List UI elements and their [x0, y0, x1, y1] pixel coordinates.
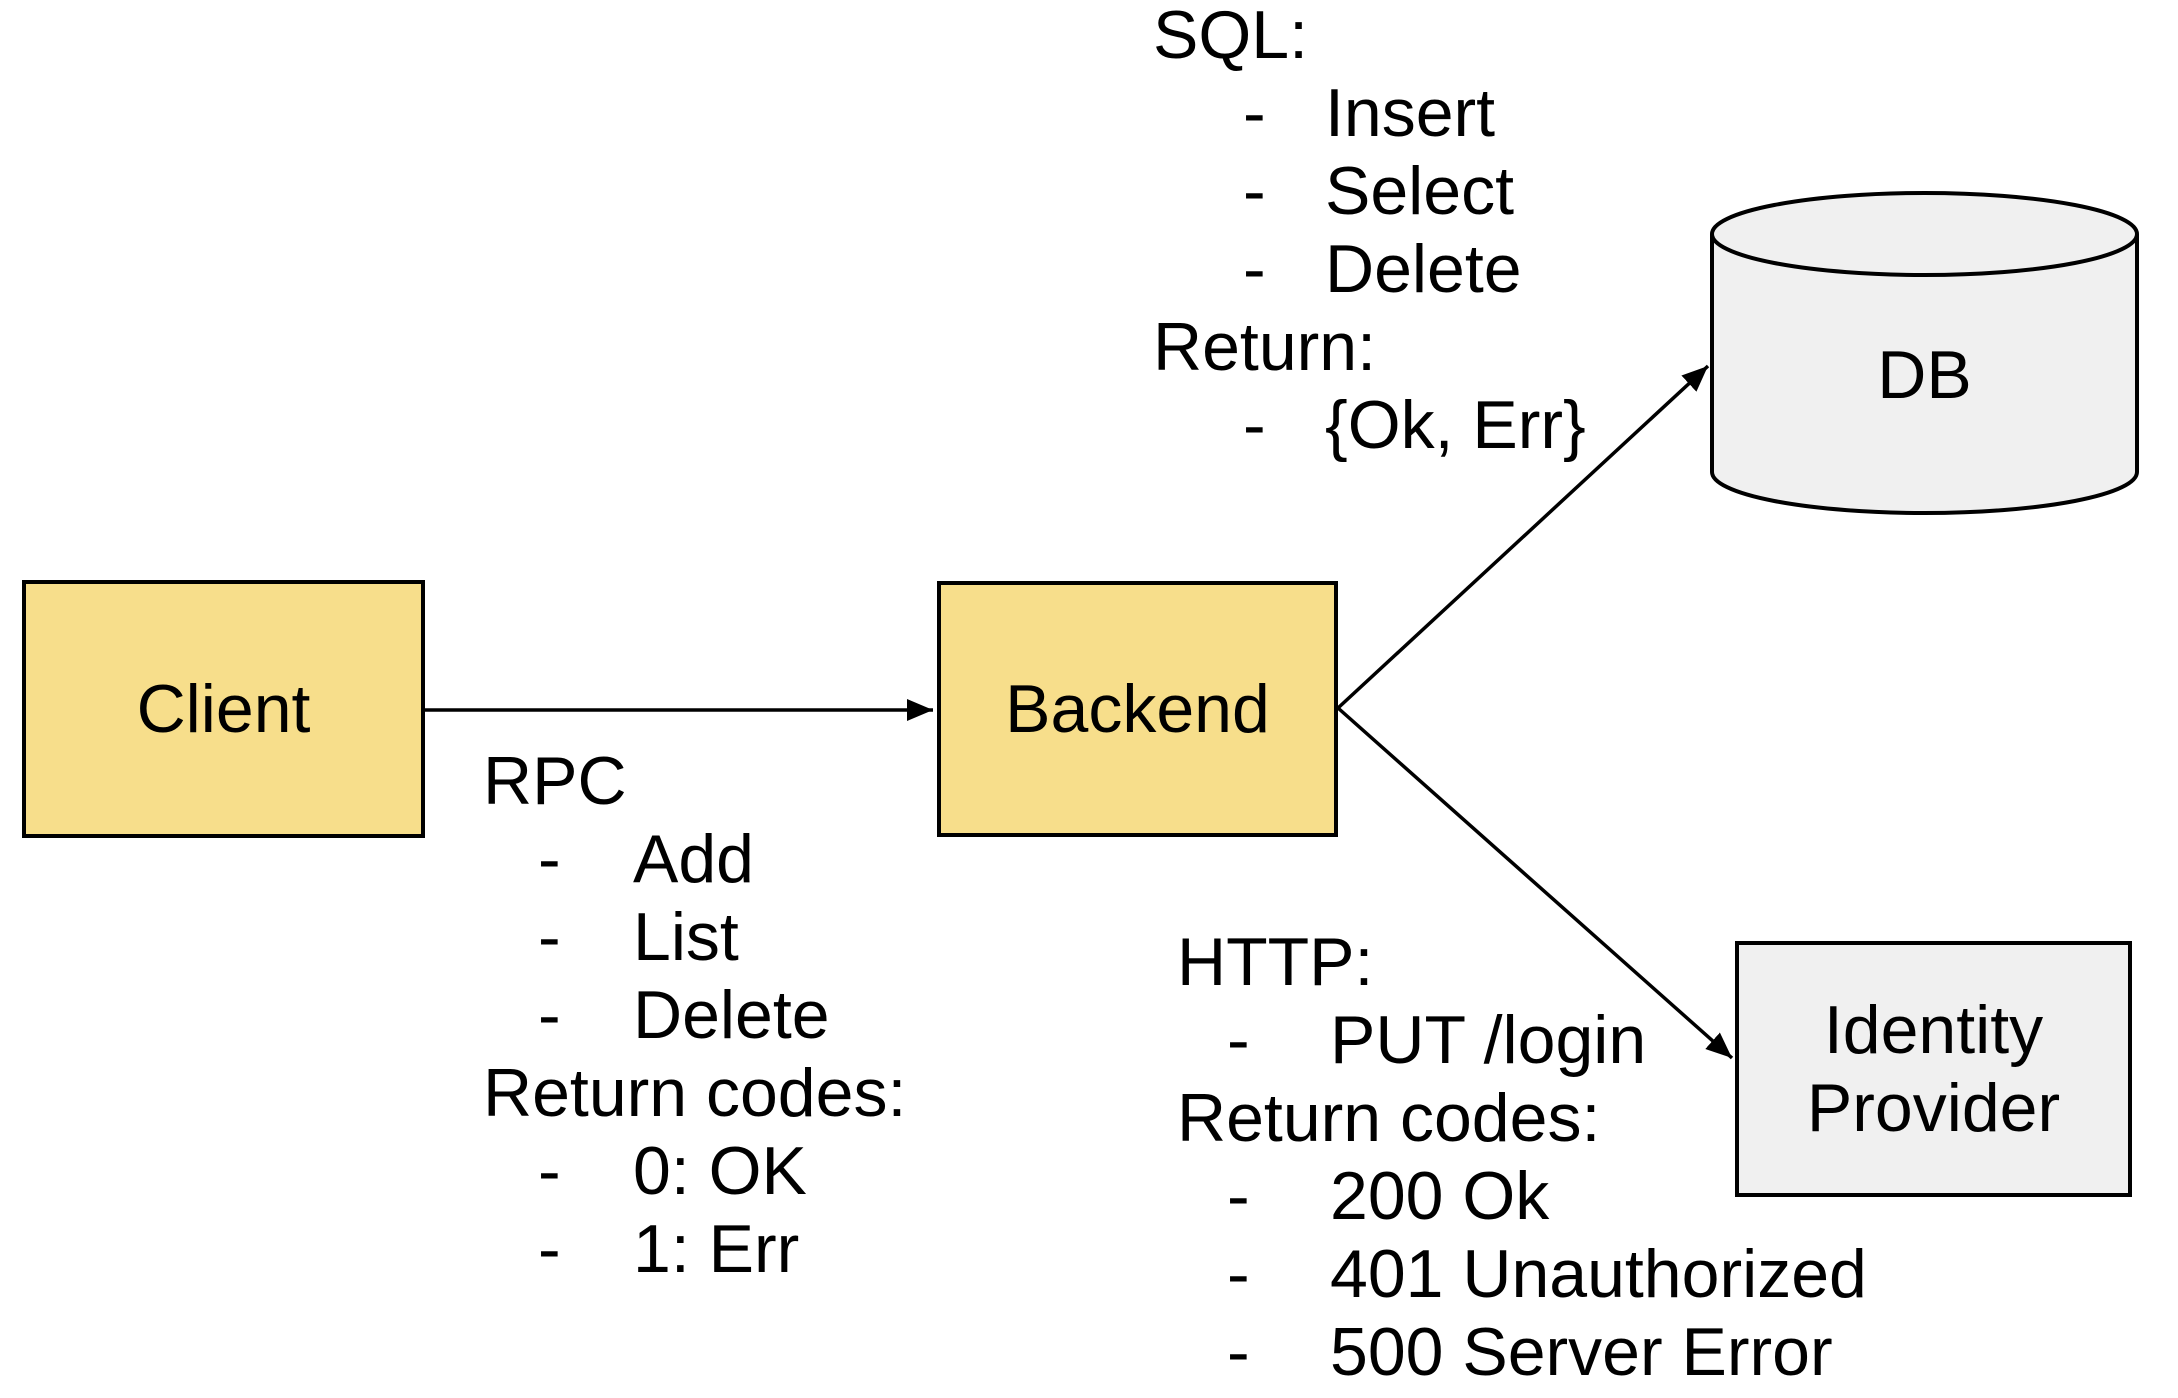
annotation-bullet-item: - PUT /login — [1177, 1001, 1646, 1079]
annotation-bullet-item: - 401 Unauthorized — [1177, 1235, 1867, 1313]
bullet-dash: - — [1243, 75, 1266, 151]
bullet-dash: - — [538, 821, 561, 897]
client-node: Client — [22, 580, 425, 838]
annotation-item-text: Select — [1325, 153, 1514, 229]
annotation-item-text: Delete — [633, 977, 830, 1053]
annotation-bullet-item: - Delete — [1153, 230, 1522, 308]
backend-node: Backend — [937, 581, 1338, 837]
bullet-dash: - — [1243, 387, 1266, 463]
db-node-label: DB — [1877, 337, 1972, 413]
annotation-heading: Return codes: — [483, 1055, 907, 1131]
annotation-bullet-item: - {Ok, Err} — [1153, 386, 1586, 464]
backend-node-label: Backend — [1005, 671, 1270, 747]
bullet-dash: - — [538, 1211, 561, 1287]
annotation-bullet-item: - Add — [483, 820, 906, 898]
db-node: DB — [1712, 237, 2137, 513]
client-node-label: Client — [136, 671, 311, 747]
http-annotation: HTTP: - PUT /login Return codes: - 200 O… — [1177, 923, 1867, 1391]
annotation-heading: SQL: — [1153, 0, 1308, 73]
bullet-dash: - — [538, 977, 561, 1053]
annotation-item-text: 200 Ok — [1330, 1158, 1550, 1234]
annotation-heading: RPC — [483, 743, 627, 819]
rpc-annotation: RPC - Add - List - Delete Return codes: … — [483, 742, 906, 1288]
bullet-dash: - — [1227, 1002, 1250, 1078]
annotation-item-text: {Ok, Err} — [1325, 387, 1586, 463]
annotation-bullet-item: - Delete — [483, 976, 906, 1054]
annotation-item-text: Insert — [1325, 75, 1496, 151]
annotation-heading: Return codes: — [1177, 1080, 1601, 1156]
annotation-bullet-item: - Select — [1153, 152, 1514, 230]
annotation-bullet-item: - 500 Server Error — [1177, 1313, 1833, 1391]
annotation-bullet-item: - 0: OK — [483, 1132, 906, 1210]
annotation-item-text: 0: OK — [633, 1133, 807, 1209]
annotation-item-text: Add — [633, 821, 754, 897]
bullet-dash: - — [1227, 1236, 1250, 1312]
bullet-dash: - — [538, 1133, 561, 1209]
bullet-dash: - — [538, 899, 561, 975]
identity-provider-node-label: Identity Provider — [1806, 992, 2061, 1146]
annotation-item-text: PUT /login — [1330, 1002, 1647, 1078]
annotation-item-text: 500 Server Error — [1330, 1314, 1833, 1390]
annotation-heading: Return: — [1153, 309, 1376, 385]
annotation-item-text: 401 Unauthorized — [1330, 1236, 1867, 1312]
annotation-bullet-item: - 1: Err — [483, 1210, 906, 1288]
annotation-item-text: Delete — [1325, 231, 1522, 307]
bullet-dash: - — [1227, 1314, 1250, 1390]
annotation-item-text: 1: Err — [633, 1211, 800, 1287]
bullet-dash: - — [1227, 1158, 1250, 1234]
bullet-dash: - — [1243, 153, 1266, 229]
sql-annotation: SQL: - Insert - Select - Delete Return: … — [1153, 0, 1586, 464]
annotation-bullet-item: - 200 Ok — [1177, 1157, 1600, 1235]
annotation-item-text: List — [633, 899, 739, 975]
annotation-bullet-item: - Insert — [1153, 74, 1495, 152]
identity-provider-node: Identity Provider — [1735, 941, 2132, 1197]
bullet-dash: - — [1243, 231, 1266, 307]
annotation-heading: HTTP: — [1177, 924, 1374, 1000]
annotation-bullet-item: - List — [483, 898, 906, 976]
